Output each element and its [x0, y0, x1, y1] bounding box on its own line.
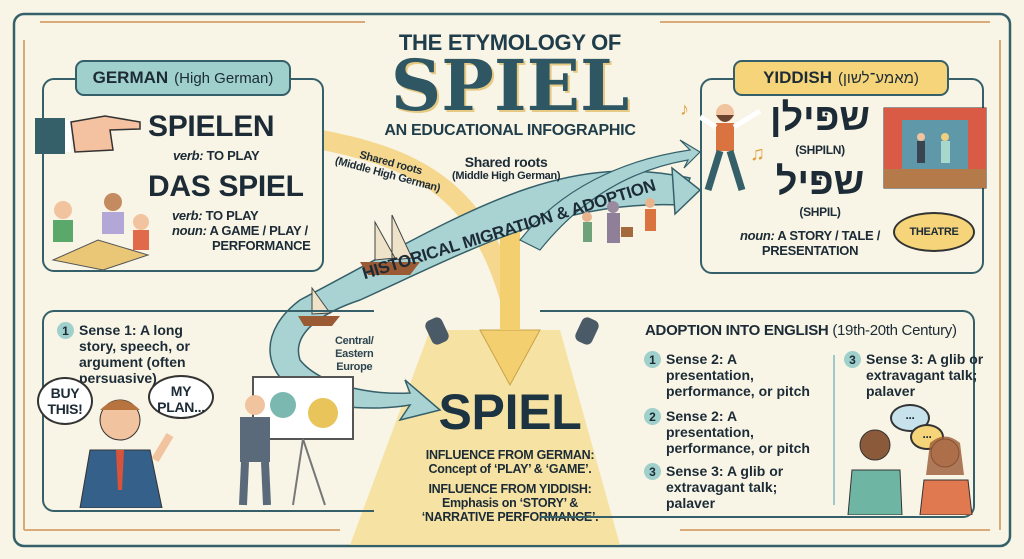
english-item-text: Sense 2: A presentation, performance, or… [666, 351, 810, 399]
conversation-illustration [847, 429, 973, 515]
shared-roots-sub: (Middle High German) [452, 170, 561, 182]
svg-text:♪: ♪ [680, 99, 689, 119]
english-item-text: Sense 3: A glib or extravagant talk; pal… [866, 351, 984, 399]
theatre-stage-illustration [883, 107, 987, 189]
number-badge: 3 [844, 351, 861, 368]
english-item: 3 Sense 3: A glib or extravagant talk; pa… [644, 463, 824, 511]
english-title-sub: (19th-20th Century) [832, 322, 957, 339]
influence-yiddish-title: INFLUENCE FROM YIDDISH: [428, 482, 592, 496]
title-line: THE ETYMOLOGY OF [398, 30, 622, 55]
ship-icon [298, 286, 340, 326]
sense1-item: 1 Sense 1: A long story, speech, or argum… [57, 322, 217, 386]
english-item: 2 Sense 2: A presentation, performance, o… [644, 408, 814, 456]
number-badge: 1 [57, 322, 74, 339]
def-text: PRESENTATION [761, 243, 859, 258]
theatre-bubble: THEATRE [893, 212, 975, 252]
german-label: GERMAN [92, 68, 169, 87]
def-text: A GAME / PLAY / [209, 223, 308, 238]
def-text: TO PLAY [206, 148, 260, 163]
english-title-text: ADOPTION INTO ENGLISH [645, 322, 829, 339]
def-label: verb: [172, 208, 203, 223]
translit-shpil: (SHPIL) [799, 205, 841, 219]
yiddish-tab: YIDDISH (מאמע־לשון) [733, 60, 949, 96]
word-spielen: SPIELEN [148, 110, 275, 143]
influence-german-title: INFLUENCE FROM GERMAN: [425, 448, 595, 462]
yiddish-sub: (מאמע־לשון) [838, 69, 919, 87]
english-panel [540, 310, 975, 518]
pointing-hand-icon [35, 115, 141, 154]
english-title: ADOPTION INTO ENGLISH (19th-20th Century… [645, 322, 957, 339]
region-label: Central/ Eastern Europe [335, 335, 374, 373]
center-word: SPIEL [438, 384, 582, 440]
english-side-item: 3 Sense 3: A glib or extravagant talk; pa… [844, 351, 984, 399]
title-word: SPIEL [390, 44, 630, 127]
def-text: TO PLAY [205, 208, 259, 223]
def-text: A STORY / TALE / [777, 228, 881, 243]
migrants-illustration [582, 198, 656, 243]
speech-bubble: MY PLAN... [148, 375, 214, 419]
children-playing-illustration [51, 193, 150, 270]
subtitle: AN EDUCATIONAL INFOGRAPHIC [384, 122, 636, 139]
english-item-text: Sense 3: A glib or extravagant talk; pal… [666, 463, 784, 511]
influence-yiddish-text: ‘NARRATIVE PERFORMANCE’. [421, 510, 599, 524]
german-tab: GERMAN (High German) [75, 60, 291, 96]
def-label: noun: [739, 228, 775, 243]
spotlight-icon [575, 317, 599, 345]
word-das-spiel: DAS SPIEL [148, 170, 304, 203]
translit-shpiln: (SHPILN) [795, 143, 845, 157]
speech-bubble: BUY THIS! [37, 377, 93, 425]
number-badge: 2 [644, 408, 661, 425]
influence-german-text: Concept of ‘PLAY’ & ‘GAME’. [428, 462, 592, 476]
svg-text:♫: ♫ [750, 143, 765, 165]
shared-roots-label: Shared roots [464, 154, 548, 170]
def-label: noun: [172, 223, 207, 238]
salesman-illustration [79, 399, 174, 508]
number-badge: 1 [644, 351, 661, 368]
yiddish-word-shpiln: שפּילן [769, 97, 871, 139]
sense1-text: Sense 1: A long story, speech, or argume… [79, 322, 191, 386]
spotlight-beam [350, 330, 620, 545]
english-item: 1 Sense 2: A presentation, performance, o… [644, 351, 814, 399]
presenter-illustration [239, 376, 354, 506]
yiddish-label: YIDDISH [763, 68, 833, 87]
number-badge: 3 [644, 463, 661, 480]
divider [833, 355, 835, 505]
def-label: verb: [173, 148, 204, 163]
def-text: PERFORMANCE [212, 238, 311, 253]
performer-illustration: ♪♫ [680, 99, 765, 192]
german-sub: (High German) [174, 69, 274, 87]
spotlight-icon [425, 317, 449, 345]
english-item-text: Sense 2: A presentation, performance, or… [666, 408, 810, 456]
yiddish-word-shpil: שפּיל [775, 161, 865, 203]
ship-icon [360, 214, 420, 275]
